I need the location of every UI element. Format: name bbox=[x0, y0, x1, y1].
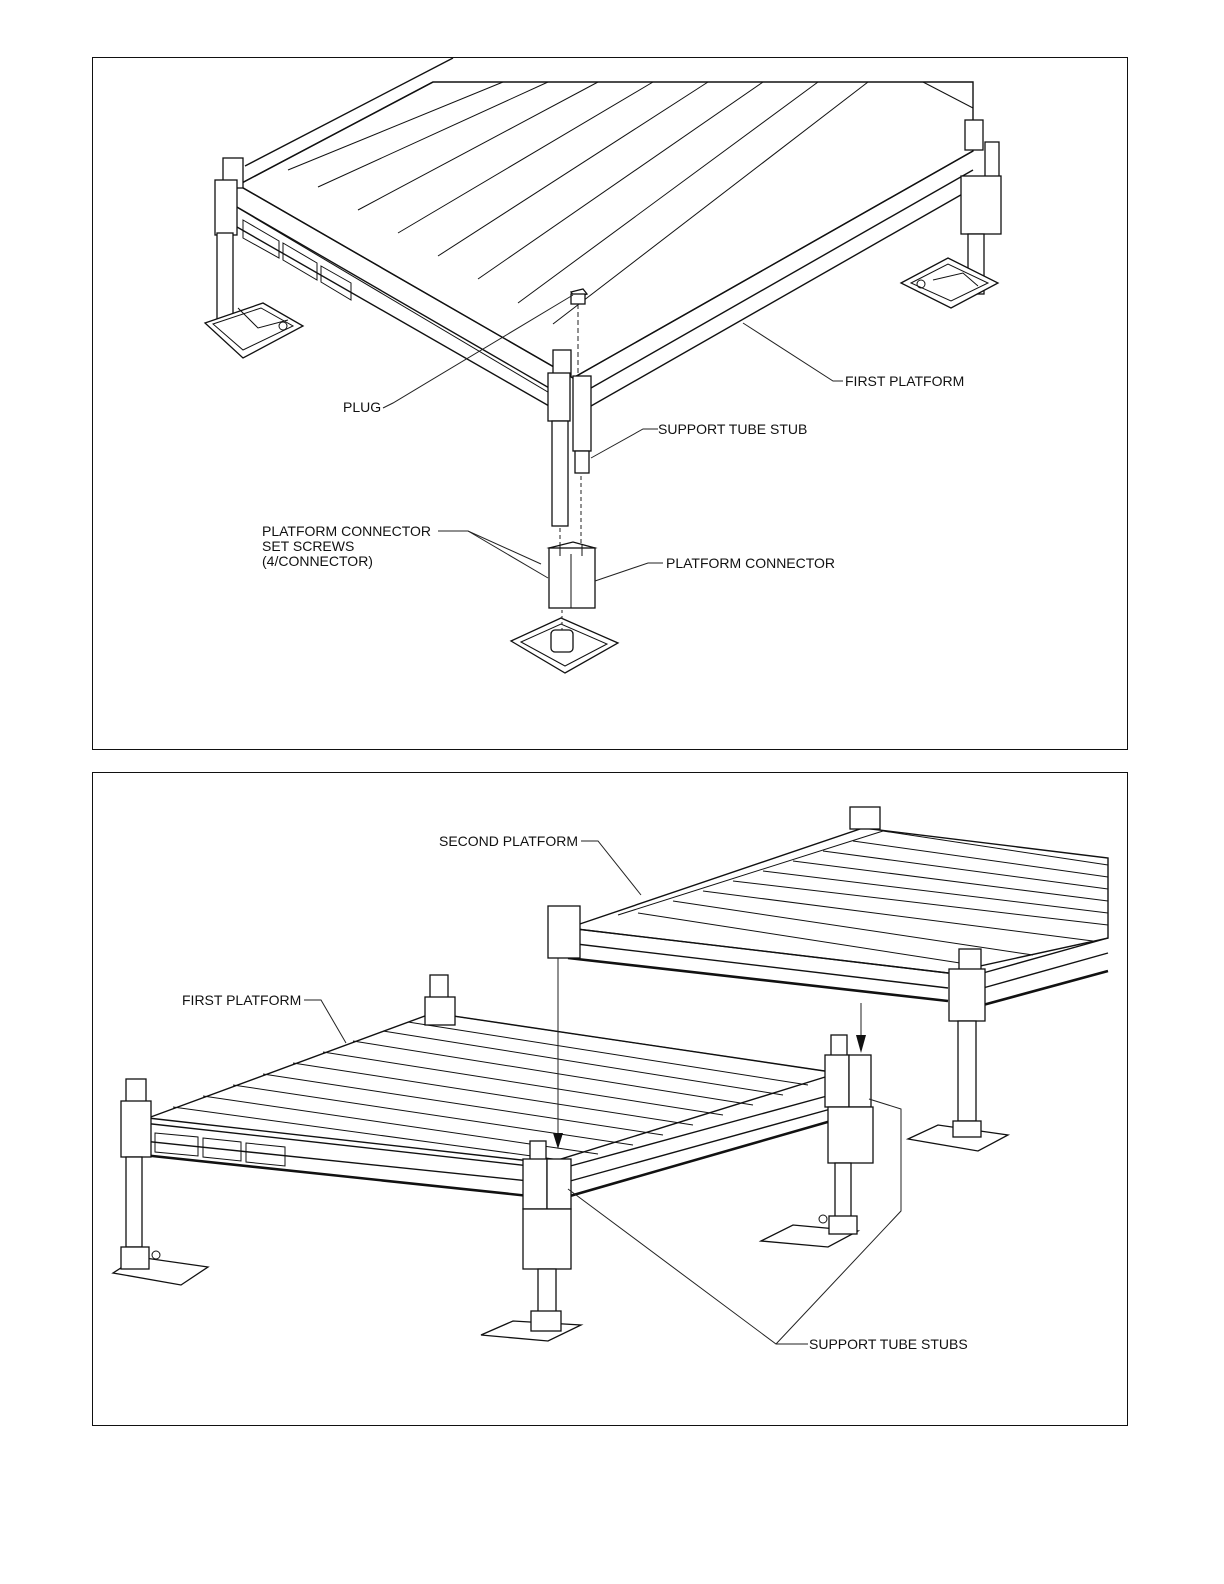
first-platform-posts bbox=[113, 975, 873, 1341]
bottom-figure-panel: SECOND PLATFORM FIRST PLATFORM SUPPORT T… bbox=[92, 772, 1128, 1426]
label-support-tube-stubs: SUPPORT TUBE STUBS bbox=[809, 1336, 968, 1352]
label-first-platform-bottom: FIRST PLATFORM bbox=[182, 992, 301, 1008]
label-support-tube-stub: SUPPORT TUBE STUB bbox=[658, 421, 807, 437]
top-leader-lines bbox=[383, 295, 843, 581]
first-platform bbox=[143, 1013, 838, 1198]
top-figure-panel: PLUG FIRST PLATFORM SUPPORT TUBE STUB PL… bbox=[92, 57, 1128, 750]
connector-base-plate bbox=[511, 610, 618, 673]
label-set-screws-line1: PLATFORM CONNECTOR bbox=[262, 523, 431, 539]
label-platform-connector: PLATFORM CONNECTOR bbox=[666, 555, 835, 571]
label-first-platform-top: FIRST PLATFORM bbox=[845, 373, 964, 389]
label-set-screws-line3: (4/CONNECTOR) bbox=[262, 553, 373, 569]
first-platform-deck bbox=[230, 58, 973, 414]
label-plug: PLUG bbox=[343, 399, 381, 415]
front-corner-support-post bbox=[548, 350, 591, 526]
back-right-support-post bbox=[901, 120, 1001, 308]
bottom-platform-drawing: SECOND PLATFORM FIRST PLATFORM SUPPORT T… bbox=[93, 773, 1129, 1427]
label-set-screws-line2: SET SCREWS bbox=[262, 538, 354, 554]
label-second-platform: SECOND PLATFORM bbox=[439, 833, 578, 849]
top-platform-drawing: PLUG FIRST PLATFORM SUPPORT TUBE STUB PL… bbox=[93, 58, 1129, 751]
plug bbox=[571, 289, 587, 376]
back-left-support-post bbox=[205, 158, 303, 358]
